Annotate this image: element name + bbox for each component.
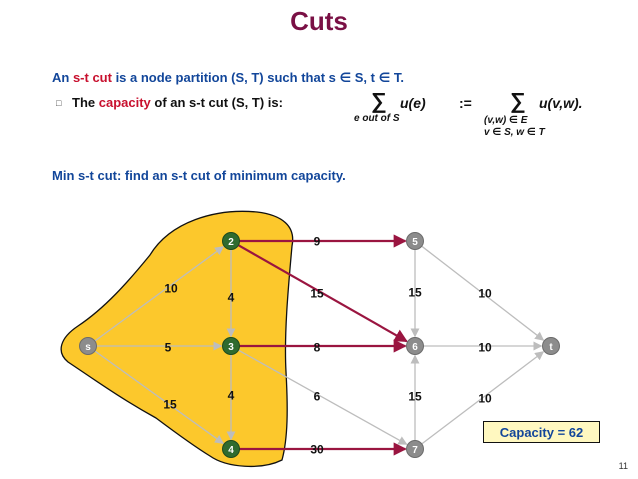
node-label-n4: 4 [228,445,234,456]
node-layer: s 2 3 4 5 6 7 t [79,232,560,458]
cut-region-S [60,210,294,468]
edge-capacity-s-n4: 15 [163,398,177,412]
edge-n7-t [421,351,545,445]
node-label-n7: 7 [412,445,418,456]
definition-assign: := [459,95,472,111]
page-number: 11 [618,461,628,471]
node-n6: 6 [406,337,424,355]
edge-capacity-n6-t: 10 [478,341,492,355]
edge-capacity-n2-n5: 9 [314,235,321,249]
edge-capacity-n2-n6: 15 [310,287,324,301]
edge-capacity-n3-n6: 8 [314,341,321,355]
edge-capacity-n5-n6: 15 [408,286,422,300]
sum-symbol-1: ∑ [371,88,387,113]
edge-capacity-n7-n6: 15 [408,390,422,404]
edge-n5-t [421,245,545,341]
definition-rest: is a node partition (S, T) such that s ∈… [111,70,404,85]
definition-prefix: An [52,70,73,85]
edge-capacity-s-n2: 10 [164,282,178,296]
definition-line: An s-t cut is a node partition (S, T) su… [52,70,404,86]
slide-title: Cuts [290,6,348,36]
definition-term: s-t cut [72,70,112,85]
node-circle-n6 [406,337,424,355]
capacity-rest: of an s-t cut (S, T) is: [150,95,283,110]
node-n4: 4 [222,440,240,458]
node-circle-s [79,337,97,355]
node-n2: 2 [222,232,240,250]
edge-layer [94,234,545,456]
edge-capacity-n2-n3: 4 [228,291,235,305]
capacity-term: capacity [98,95,151,110]
node-label-n2: 2 [228,237,234,248]
node-circle-n5 [406,232,424,250]
node-label-s: s [85,342,91,353]
sum-subscript-2a: (v,w) ∈ E [484,115,528,126]
node-label-n3: 3 [228,342,234,353]
min-cut-line: Min s-t cut: find an s-t cut of minimum … [52,168,346,183]
capacity-box: Capacity = 62 [483,421,600,443]
sum-subscript-2b: v ∈ S, w ∈ T [484,127,545,138]
edge-n2-n6 [237,244,408,343]
edge-capacity-n3-n4: 4 [228,389,235,403]
node-t: t [542,337,560,355]
edge-capacity-n4-n7: 30 [310,443,324,457]
node-circle-n4 [222,440,240,458]
node-label-t: t [549,342,553,353]
edge-capacity-n7-t: 10 [478,392,492,406]
node-circle-t [542,337,560,355]
sum-subscript-1: e out of S [354,113,400,124]
node-n5: 5 [406,232,424,250]
edge-capacity-n5-t: 10 [478,287,492,301]
node-n7: 7 [406,440,424,458]
node-label-n6: 6 [412,342,418,353]
edge-capacity-n3-n7: 6 [314,390,321,404]
node-s: s [79,337,97,355]
sum-term-1: u(e) [400,95,426,111]
edge-n3-n7 [238,349,408,445]
edge-capacity-s-n3: 5 [165,341,172,355]
capacity-prefix: The [72,95,99,110]
node-circle-n3 [222,337,240,355]
edge-s-n4 [94,350,225,444]
node-circle-n7 [406,440,424,458]
capacity-line: The capacity of an s-t cut (S, T) is: [72,95,283,110]
sum-symbol-2: ∑ [510,88,526,113]
node-circle-n2 [222,232,240,250]
node-n3: 3 [222,337,240,355]
bullet-icon: □ [56,98,62,108]
edge-s-n2 [94,246,225,342]
node-label-n5: 5 [412,237,418,248]
sum-term-2: u(v,w). [539,95,583,111]
edge-label-layer: 10 5 15 4 4 9 15 8 6 30 15 10 10 15 10 [163,235,492,457]
